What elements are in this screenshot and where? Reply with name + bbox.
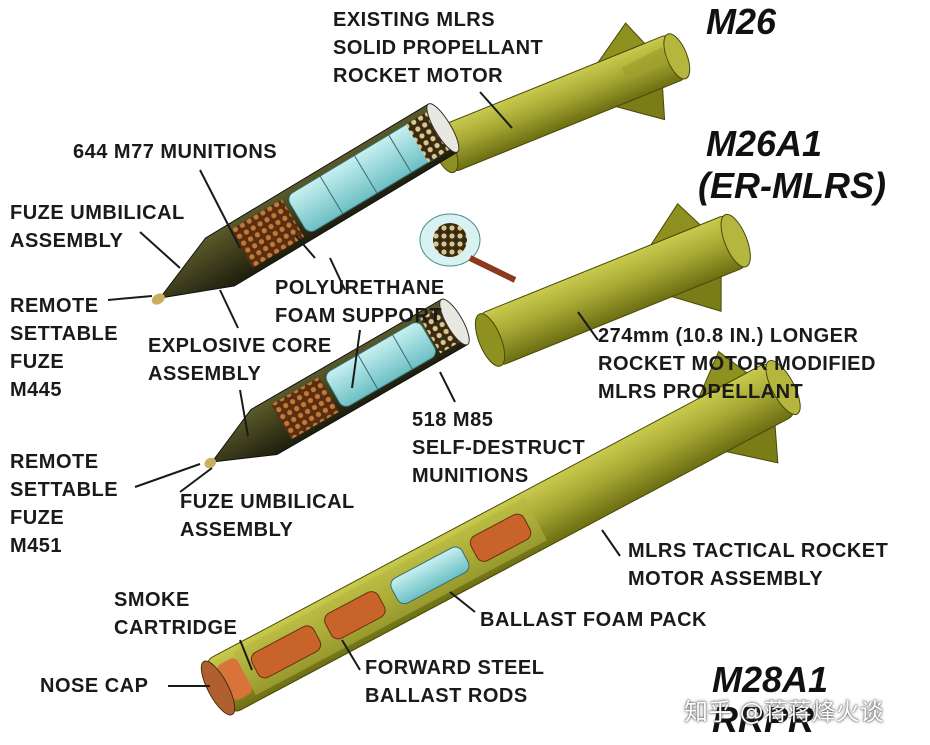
label-fuze-umbilical-top: FUZE UMBILICAL ASSEMBLY xyxy=(10,202,185,252)
label-m77-munitions: 644 M77 MUNITIONS xyxy=(73,141,278,163)
m26-rocket-motor xyxy=(431,22,691,174)
title-m26: M26 xyxy=(706,1,777,42)
leader-lines xyxy=(107,91,621,687)
label-tactical-motor: MLRS TACTICAL ROCKET MOTOR ASSEMBLY xyxy=(628,540,889,590)
m26a1-warhead xyxy=(151,103,460,305)
title-er-mlrs: (ER-MLRS) xyxy=(698,165,886,206)
label-fuze-umbilical-bottom: FUZE UMBILICAL ASSEMBLY xyxy=(180,491,355,541)
label-nose-cap: NOSE CAP xyxy=(40,675,149,697)
label-steel-rods: FORWARD STEEL BALLAST RODS xyxy=(365,657,545,707)
m26a1-warhead-m85 xyxy=(204,298,470,469)
label-smoke-cartridge: SMOKE CARTRIDGE xyxy=(114,589,238,639)
label-remote-fuze-m451: REMOTE SETTABLE FUZE M451 xyxy=(10,451,119,557)
watermark: 知乎 @蒋蒋烽火谈 xyxy=(684,698,884,726)
label-remote-fuze-m445: REMOTE SETTABLE FUZE M445 xyxy=(10,295,119,401)
label-existing-motor: EXISTING MLRS SOLID PROPELLANT ROCKET MO… xyxy=(333,9,544,87)
title-m26a1: M26A1 xyxy=(706,123,823,164)
label-polyurethane-foam: POLYURETHANE FOAM SUPPORT xyxy=(275,277,445,327)
label-m85-munitions: 518 M85 SELF-DESTRUCT MUNITIONS xyxy=(412,409,586,487)
label-ballast-foam: BALLAST FOAM PACK xyxy=(480,609,707,631)
label-longer-motor: 274mm (10.8 IN.) LONGER ROCKET MOTOR MOD… xyxy=(598,325,876,403)
munition-cluster-detail xyxy=(419,213,517,283)
title-rrpr: RRPR xyxy=(712,699,815,740)
label-explosive-core: EXPLOSIVE CORE ASSEMBLY xyxy=(148,335,332,385)
m28a1-rocket xyxy=(200,350,801,716)
title-m28a1: M28A1 xyxy=(712,659,829,700)
m26a1-rocket-motor xyxy=(474,203,751,367)
